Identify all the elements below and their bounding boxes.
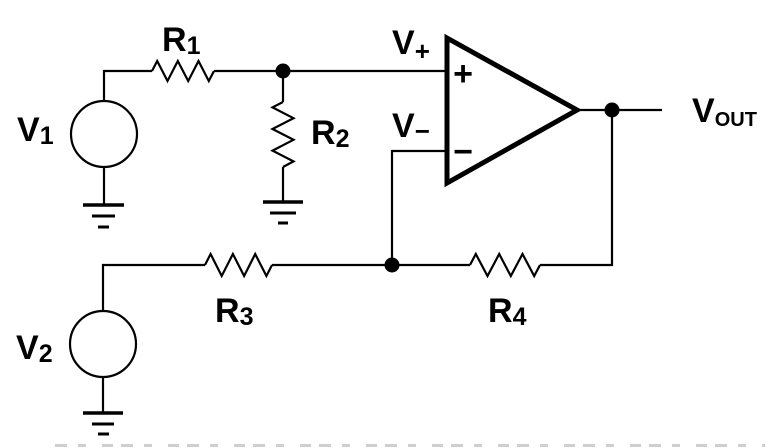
voltage-source-v2: [68, 309, 138, 379]
label-r3: R3: [215, 292, 254, 331]
opamp-plus-sign: +: [453, 55, 473, 93]
resistor-r2: [270, 101, 296, 168]
label-v1-sub: 1: [39, 122, 54, 150]
voltage-source-v1: [69, 99, 139, 169]
opamp-minus-sign: −: [453, 133, 473, 171]
wire-feedback: [540, 110, 614, 267]
label-r1-sub: 1: [186, 32, 201, 60]
label-vminus-main: V: [392, 107, 415, 145]
label-r1-main: R: [162, 21, 187, 59]
label-r3-main: R: [215, 292, 240, 330]
label-r2: R2: [311, 114, 350, 153]
wire-v2-to-r3: [101, 263, 205, 311]
label-vplus-sub: +: [414, 36, 430, 66]
label-vminus-sub: −: [414, 116, 430, 146]
ground-symbol-v1: [83, 203, 124, 229]
wire-opamp-minus-to-node: [390, 149, 447, 265]
label-r4: R4: [488, 292, 527, 331]
cropped-caption-remnant: [55, 444, 765, 447]
label-v2-main: V: [16, 329, 39, 367]
opamp-triangle: [444, 33, 583, 188]
label-r2-main: R: [311, 114, 336, 152]
label-v2: V2: [16, 329, 53, 368]
wire-v1-to-r1: [102, 69, 152, 101]
label-vplus: V+: [392, 24, 430, 64]
label-v1-main: V: [17, 111, 40, 149]
ground-symbol-v2: [83, 411, 123, 436]
label-vplus-main: V: [392, 24, 415, 62]
label-vminus: V−: [392, 107, 430, 146]
ground-symbol-r2: [263, 200, 303, 225]
label-v1: V1: [17, 111, 54, 150]
resistor-r1: [151, 58, 215, 84]
label-r2-sub: 2: [335, 125, 350, 153]
label-r4-sub: 4: [512, 303, 527, 331]
wires: [101, 69, 662, 413]
junction-dot-output-node: [604, 102, 620, 118]
label-r1: R1: [162, 21, 201, 60]
resistor-r3: [204, 251, 273, 279]
label-vout: VOUT: [692, 92, 757, 131]
label-v2-sub: 2: [38, 340, 53, 368]
junction-dot-vplus-node: [275, 63, 291, 79]
label-r3-sub: 3: [239, 303, 254, 331]
resistor-r4: [469, 251, 541, 279]
label-vout-main: V: [692, 92, 715, 130]
junction-dot-vminus-node: [384, 257, 400, 273]
label-vout-sub: OUT: [714, 109, 757, 131]
label-r4-main: R: [488, 292, 513, 330]
